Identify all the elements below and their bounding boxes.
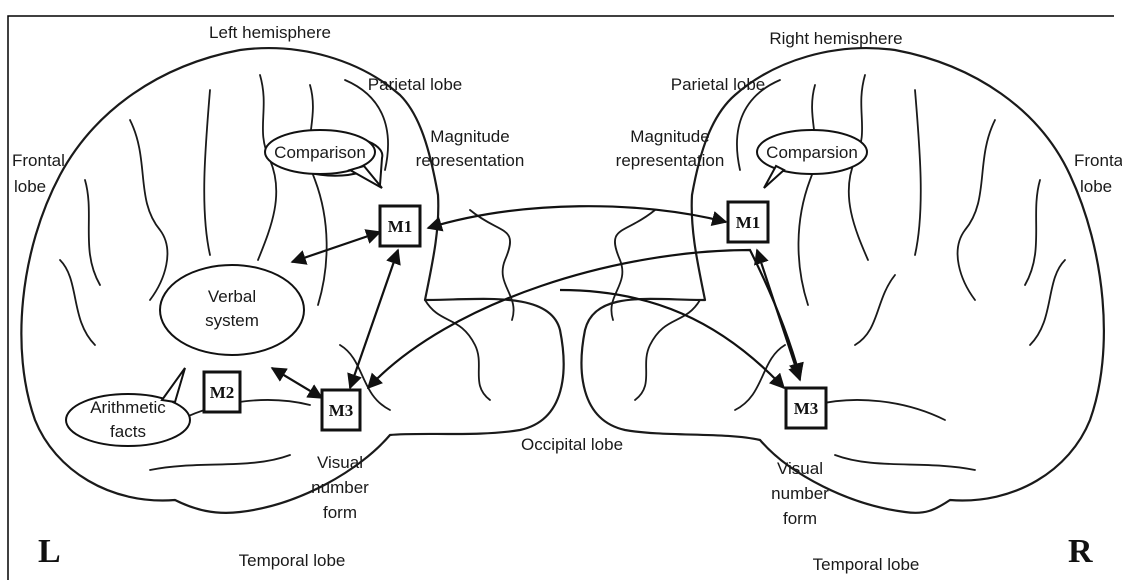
visual-number-form-right-3: form [783, 509, 817, 528]
temporal-lobe-label-right: Temporal lobe [813, 555, 920, 574]
comparison-label-right: Comparsion [766, 143, 858, 162]
svg-text:M2: M2 [210, 383, 235, 402]
verbal-label-2: system [205, 311, 259, 330]
arrow-m1-left-m3-right [560, 290, 784, 388]
arrow-m1-m3-right [757, 250, 800, 380]
frontal-lobe-label-right-1: Fronta [1074, 151, 1122, 170]
magnitude-label-left-2: representation [416, 151, 525, 170]
visual-number-form-left-3: form [323, 503, 357, 522]
parietal-lobe-label-left: Parietal lobe [368, 75, 463, 94]
magnitude-label-right-1: Magnitude [630, 127, 709, 146]
verbal-label-1: Verbal [208, 287, 256, 306]
side-label-right: R [1068, 533, 1093, 570]
svg-text:M1: M1 [736, 213, 761, 232]
frontal-lobe-label-right-2: lobe [1080, 177, 1112, 196]
visual-number-form-left-2: number [311, 478, 369, 497]
arithmetic-facts-bubble: Arithmetic facts [66, 368, 190, 446]
magnitude-label-left-1: Magnitude [430, 127, 509, 146]
visual-number-form-right-2: number [771, 484, 829, 503]
arithmetic-label-1: Arithmetic [90, 398, 166, 417]
frontal-lobe-label-left-1: Frontal [12, 151, 65, 170]
arithmetic-label-2: facts [110, 422, 146, 441]
visual-number-form-left-1: Visual [317, 453, 363, 472]
visual-number-form-right-1: Visual [777, 459, 823, 478]
m2-box: M2 [204, 372, 240, 412]
m1-left-box: M1 [380, 206, 420, 246]
temporal-lobe-label-left: Temporal lobe [239, 551, 346, 570]
magnitude-label-right-2: representation [616, 151, 725, 170]
frontal-lobe-label-left-2: lobe [14, 177, 46, 196]
svg-text:M3: M3 [794, 399, 819, 418]
arrow-m3-left-m1-right [368, 250, 800, 388]
left-hemisphere-label: Left hemisphere [209, 23, 331, 42]
m1-right-box: M1 [728, 202, 768, 242]
right-brain-outline [582, 48, 1104, 513]
arrow-m1-left-right [428, 206, 726, 228]
svg-text:M1: M1 [388, 217, 413, 236]
right-hemisphere-label: Right hemisphere [769, 29, 902, 48]
side-label-left: L [38, 533, 61, 570]
comparison-bubble-left: Comparison [265, 130, 382, 188]
connection-arrows [272, 206, 800, 398]
m3-left-box: M3 [322, 390, 360, 430]
svg-text:M3: M3 [329, 401, 354, 420]
occipital-lobe-label: Occipital lobe [521, 435, 623, 454]
verbal-system-bubble: Verbal system [160, 265, 304, 355]
parietal-lobe-label-right: Parietal lobe [671, 75, 766, 94]
arrow-verbal-m3-left [272, 368, 322, 398]
arrow-verbal-m1-left [292, 232, 380, 262]
comparison-label-left: Comparison [274, 143, 366, 162]
m3-right-box: M3 [786, 388, 826, 428]
